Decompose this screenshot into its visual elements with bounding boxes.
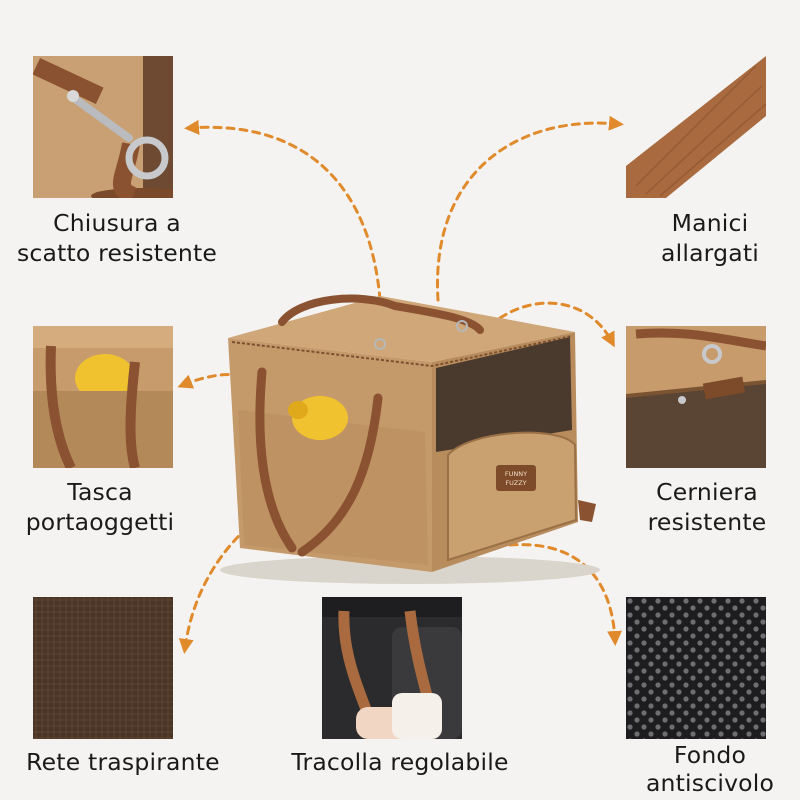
mesh-panel	[436, 337, 572, 452]
feature-thumb-pocket	[33, 326, 173, 468]
wide-handle-icon	[626, 56, 766, 198]
feature-thumb-strap	[322, 597, 462, 739]
zipper-icon	[626, 326, 766, 468]
handle-top	[278, 294, 399, 326]
feature-thumb-zipper	[626, 326, 766, 468]
caption-strap: Tracolla regolabile	[291, 748, 509, 776]
bag-shadow	[220, 556, 600, 584]
feature-thumb-bottom	[626, 597, 766, 739]
brand-tag-line2: FUZZY	[505, 479, 526, 487]
bag-zipper	[231, 335, 573, 368]
front-pocket	[447, 431, 578, 562]
caption-mesh: Rete traspirante	[26, 748, 220, 776]
mesh-icon	[33, 597, 173, 739]
brand-tag-line1: FUNNY	[505, 470, 527, 478]
caption-bottom: Fondo antiscivolo	[645, 741, 775, 797]
front-storage-pocket	[238, 410, 428, 565]
caption-snap: Chiusura a scatto resistente	[16, 209, 218, 267]
snap-clip-2	[456, 320, 468, 332]
bag-top	[228, 296, 575, 362]
non-slip-bottom-icon	[626, 597, 766, 739]
caption-pocket: Tasca portaoggetti	[25, 478, 175, 536]
feature-thumb-mesh	[33, 597, 173, 739]
brand-tag	[496, 465, 536, 491]
snap-hook-icon	[33, 56, 173, 198]
strap-tab	[578, 500, 596, 522]
car-seat-strap-icon	[322, 597, 462, 739]
handle-top-2	[391, 302, 484, 334]
snap-clip-1	[374, 338, 386, 350]
caption-handles: Manici allargati	[661, 209, 759, 267]
side-pocket-icon	[33, 326, 173, 468]
handle-front-left	[255, 367, 297, 553]
feature-thumb-snap	[33, 56, 173, 198]
feature-thumb-handles	[626, 56, 766, 198]
caption-zipper: Cerniera resistente	[647, 478, 767, 536]
handle-front-right	[297, 393, 383, 557]
